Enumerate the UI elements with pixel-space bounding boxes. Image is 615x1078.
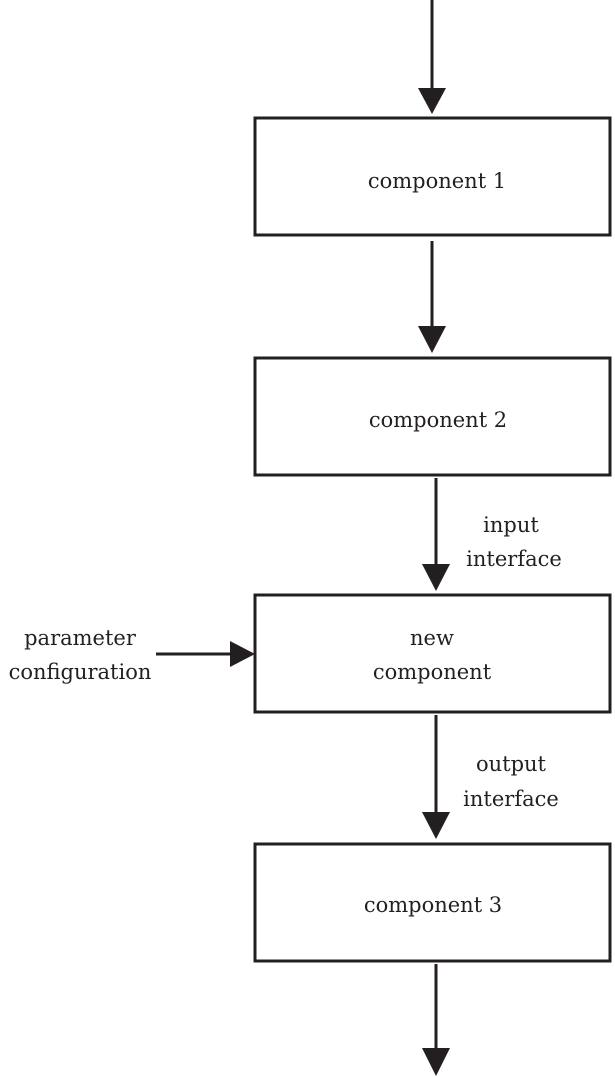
component-3-box — [253, 842, 612, 963]
component-2-label: component 2 — [369, 408, 507, 432]
arrow-parameter-configuration-to-new-component — [156, 641, 255, 667]
component-2-box — [253, 356, 612, 477]
new-component-label-line-1: new — [410, 626, 454, 650]
output-interface-label-line-1: output — [476, 752, 547, 776]
arrow-component-2-to-new-component — [422, 478, 450, 591]
new-component-label-line-2: component — [373, 660, 492, 684]
output-interface-label-line-2: interface — [463, 787, 559, 811]
new-component-box — [253, 593, 612, 714]
arrow-new-component-to-component-3 — [422, 715, 450, 839]
component-1-node: component 1 — [253, 116, 612, 237]
arrow-into-component-1 — [418, 0, 446, 114]
new-component-node: new component — [253, 593, 612, 714]
component-1-label: component 1 — [368, 169, 506, 193]
component-3-node: component 3 — [253, 842, 612, 963]
component-3-label: component 3 — [364, 893, 502, 917]
component-1-box — [253, 116, 612, 237]
input-interface-label-line-2: interface — [466, 547, 562, 571]
input-interface-label-line-1: input — [483, 513, 539, 537]
component-2-node: component 2 — [253, 356, 612, 477]
arrow-out-of-component-3 — [422, 964, 450, 1076]
parameter-configuration-label-line-2: configuration — [9, 660, 152, 684]
arrow-component-1-to-component-2 — [418, 241, 446, 353]
parameter-configuration-label-line-1: parameter — [24, 626, 137, 650]
